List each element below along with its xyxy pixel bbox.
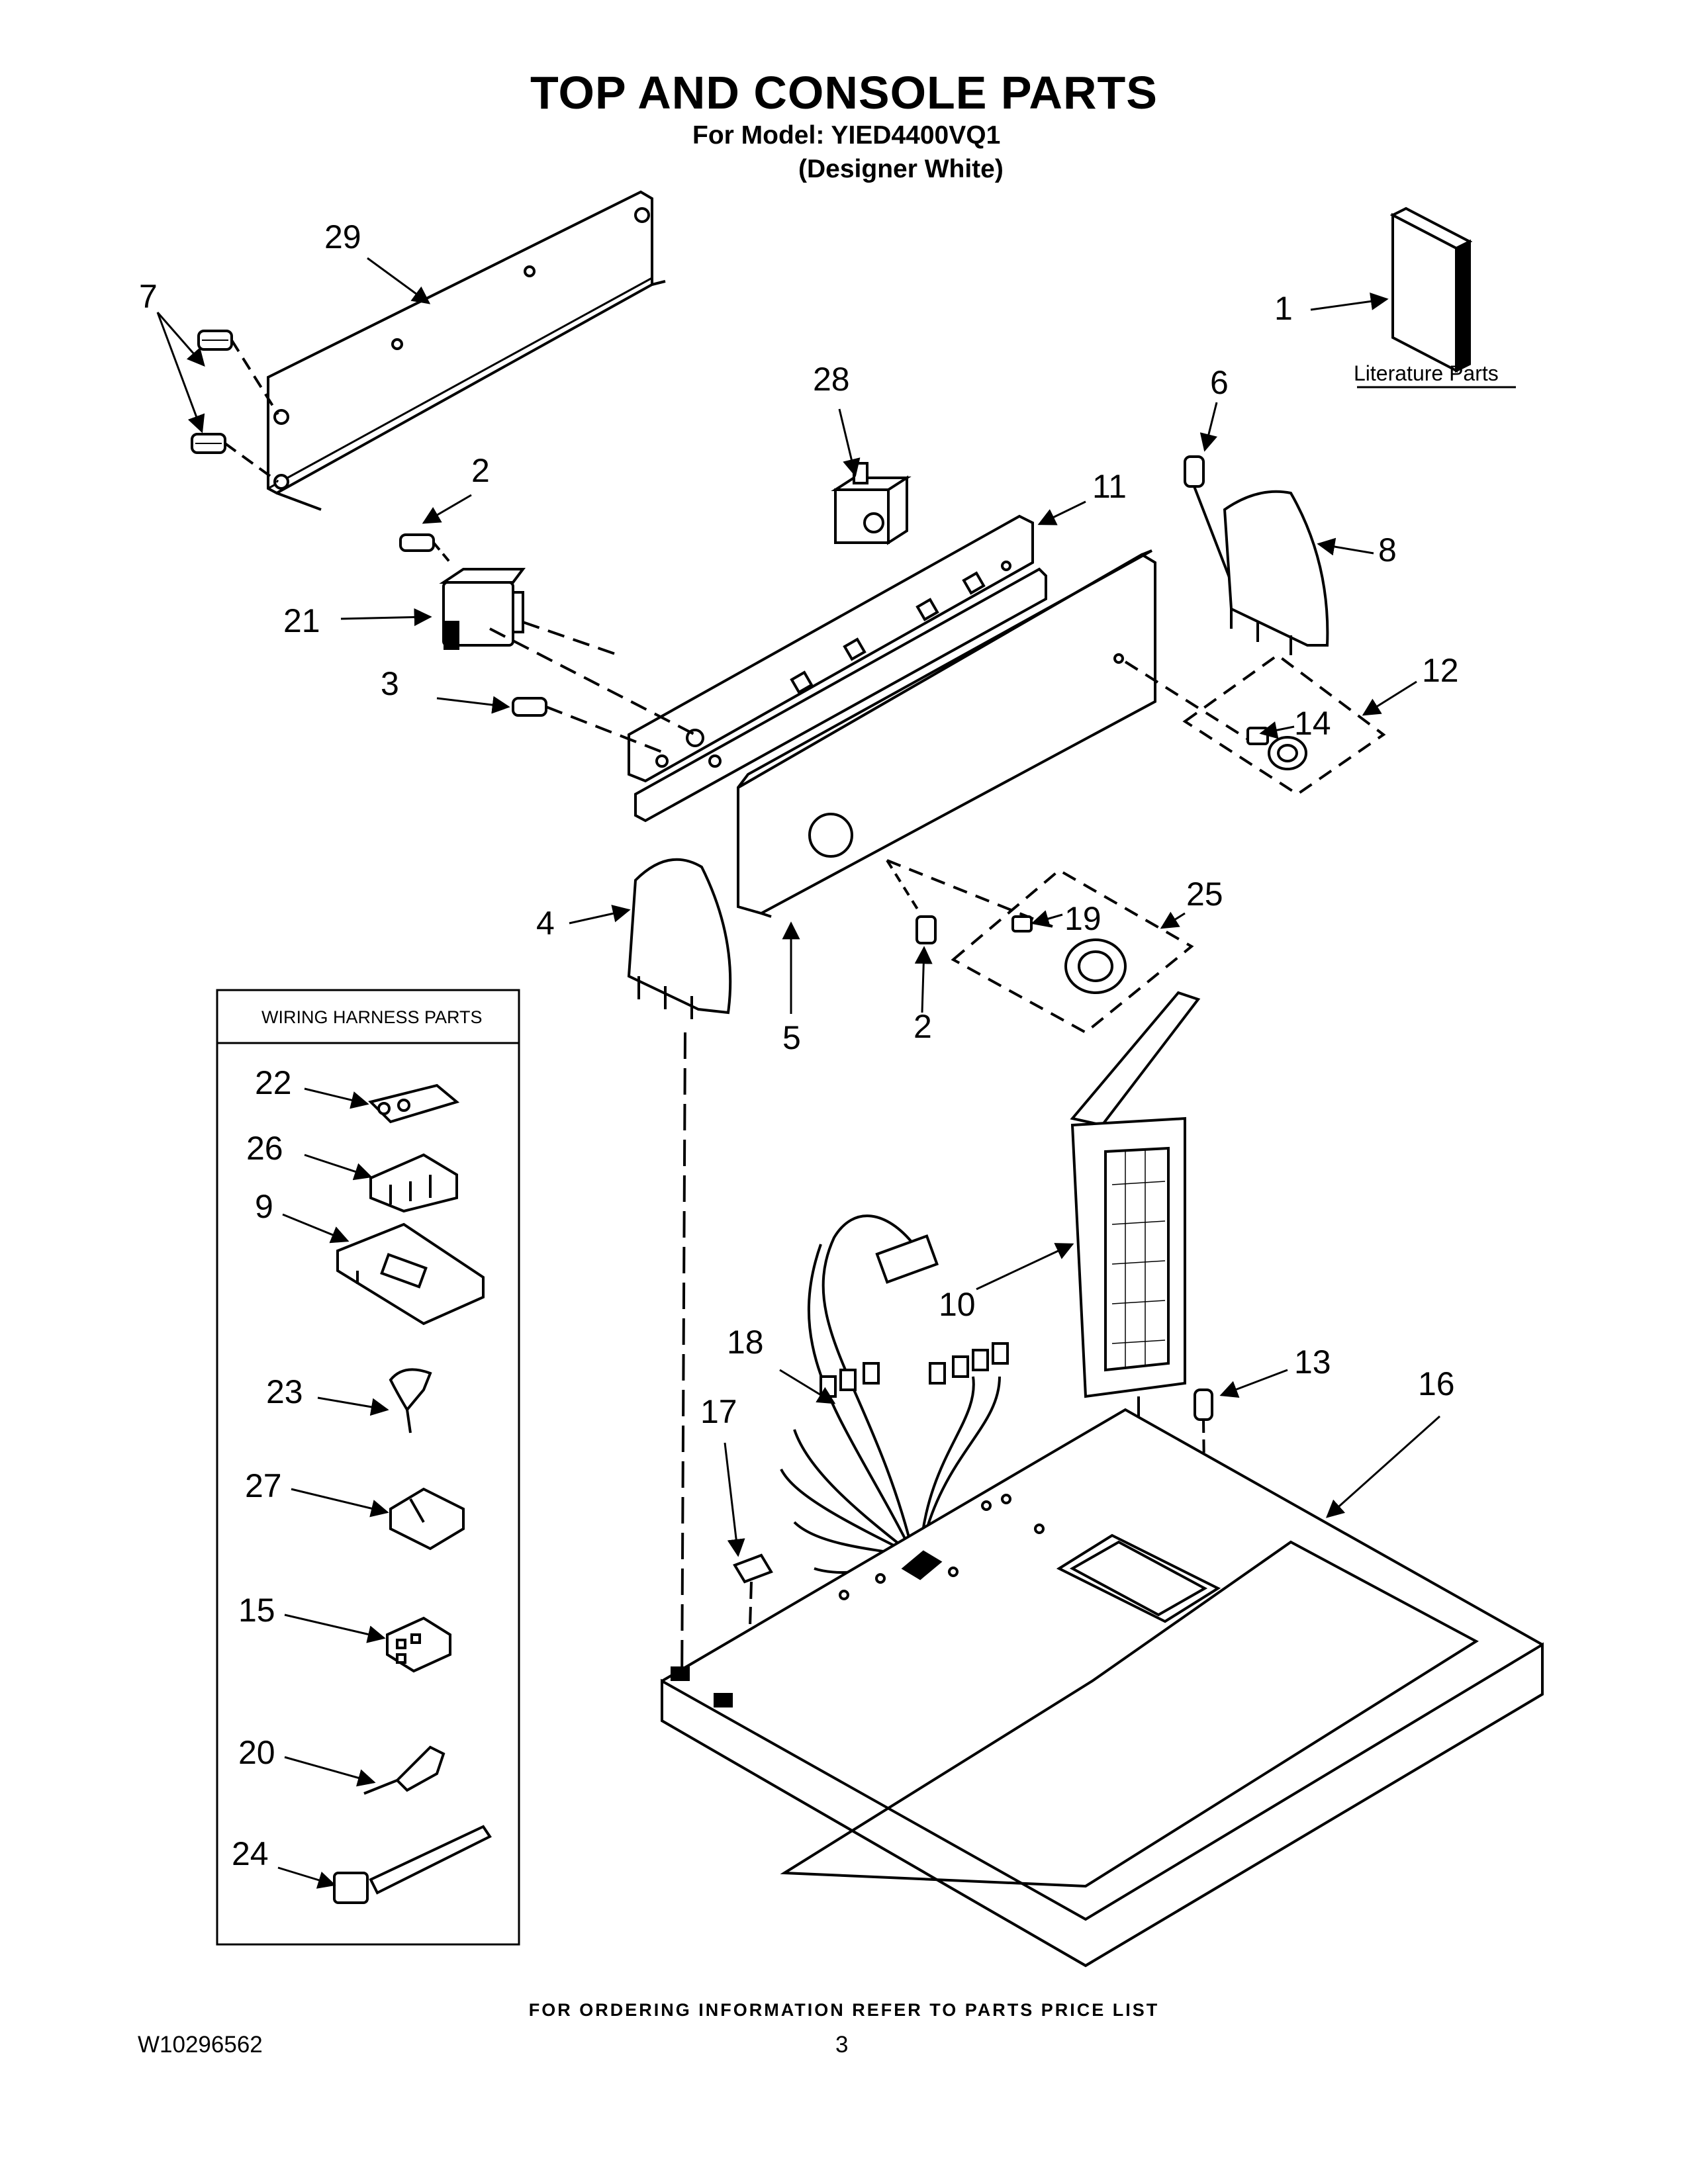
callout-6: 6 (1210, 364, 1229, 401)
part-6-screw (1184, 455, 1233, 583)
callout-12: 12 (1422, 652, 1459, 689)
callout-28: 28 (813, 361, 850, 398)
harness-part-9 (336, 1222, 485, 1326)
harness-part-23 (389, 1368, 432, 1433)
callout-1: 1 (1274, 290, 1293, 327)
wiring-box-title: WIRING HARNESS PARTS (261, 1007, 483, 1027)
color-line: (Designer White) (798, 155, 1004, 183)
literature-parts-label: Literature Parts (1354, 361, 1499, 385)
callout-arrows (156, 257, 1440, 1889)
callout-labels: 29 7 1 Literature Parts 6 28 11 2 8 21 3… (139, 218, 1499, 1872)
part-7-screws (191, 330, 279, 483)
harness-part-24 (333, 1825, 492, 1904)
callout-18: 18 (727, 1324, 764, 1361)
callout-4: 4 (536, 905, 555, 942)
callout-13: 13 (1294, 1343, 1331, 1381)
part-18-wire-harness (780, 1214, 1009, 1574)
callout-14: 14 (1294, 705, 1331, 742)
callout-17: 17 (700, 1393, 737, 1430)
part-25-knob-assembly (886, 859, 1194, 1034)
callout-8: 8 (1378, 531, 1397, 569)
harness-part-22 (368, 1083, 460, 1124)
callout-2-lower: 2 (914, 1008, 932, 1045)
callout-15: 15 (238, 1592, 275, 1629)
document-number: W10296562 (138, 2032, 263, 2058)
callout-19: 19 (1064, 900, 1102, 937)
harness-part-27 (389, 1487, 465, 1551)
part-1-literature-icon (1389, 206, 1473, 373)
ordering-note: FOR ORDERING INFORMATION REFER TO PARTS … (528, 2000, 1160, 2020)
part-28-component (831, 462, 912, 545)
part-4-end-cap-left (627, 858, 732, 1695)
harness-part-15 (386, 1616, 451, 1673)
callout-7: 7 (139, 278, 158, 315)
callout-25: 25 (1186, 876, 1223, 913)
part-29-rear-panel (267, 190, 666, 511)
part-12-knob-assembly (1124, 653, 1386, 796)
part-3-screw (512, 697, 669, 756)
model-line: For Model: YIED4400VQ1 (692, 121, 1001, 150)
callout-20: 20 (238, 1734, 275, 1771)
callout-27: 27 (245, 1467, 282, 1504)
part-5-console-panel (737, 549, 1156, 918)
callout-16: 16 (1418, 1365, 1455, 1402)
callout-23: 23 (266, 1373, 303, 1410)
part-2-screw-upper (399, 533, 451, 564)
callout-10: 10 (939, 1286, 976, 1323)
callout-29: 29 (324, 218, 361, 255)
part-21-timer (439, 568, 696, 736)
callout-2-upper: 2 (471, 452, 490, 489)
part-16-dryer-top (661, 1408, 1544, 1968)
callout-5: 5 (782, 1019, 801, 1056)
callout-24: 24 (232, 1835, 269, 1872)
callout-9: 9 (255, 1188, 273, 1225)
harness-part-26 (369, 1153, 458, 1213)
page-number: 3 (835, 2032, 849, 2058)
callout-3: 3 (381, 665, 399, 702)
part-11-console-bracket (628, 514, 1047, 823)
callout-22: 22 (255, 1064, 292, 1101)
callout-11: 11 (1092, 468, 1127, 505)
callout-26: 26 (246, 1130, 283, 1167)
part-8-end-cap-right (1223, 490, 1329, 655)
harness-part-20 (363, 1745, 445, 1795)
callout-21: 21 (283, 602, 320, 639)
wiring-harness-box (216, 989, 520, 1946)
page-title: TOP AND CONSOLE PARTS (530, 67, 1158, 118)
